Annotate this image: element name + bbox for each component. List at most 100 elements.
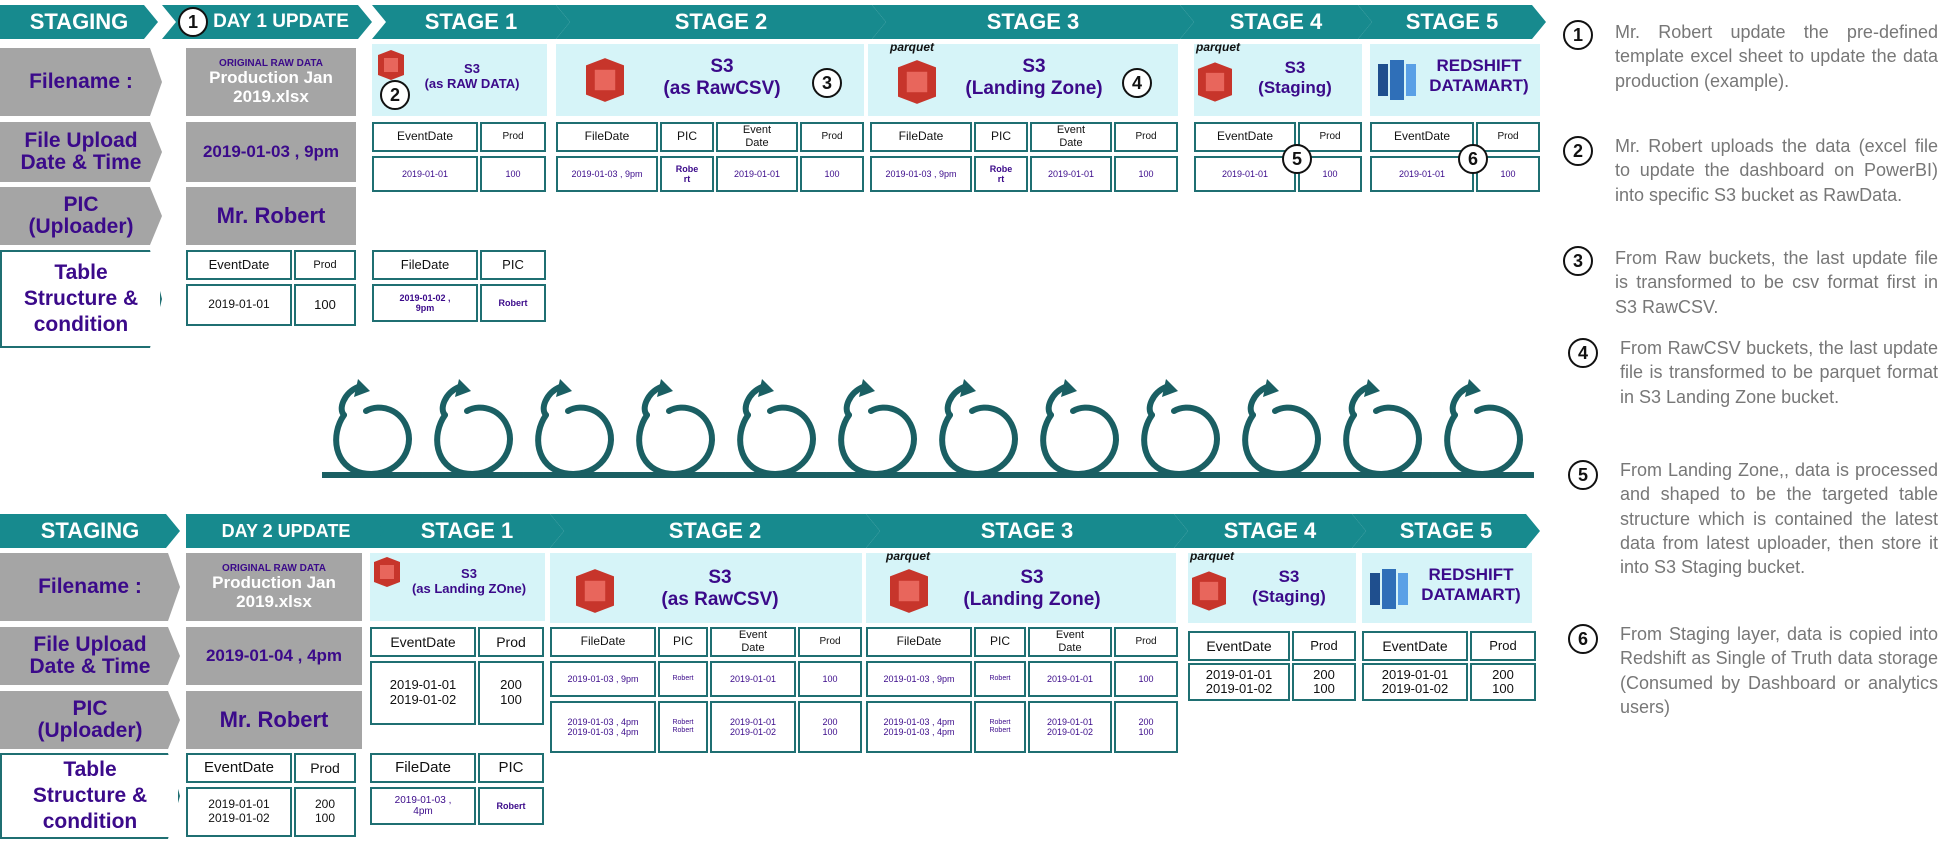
marker-6: 6: [1458, 144, 1488, 174]
day1-pic-box: Mr. Robert: [186, 187, 356, 245]
d2-s4-h-prod: Prod: [1292, 631, 1356, 661]
d2-s2-h-pic: PIC: [658, 627, 708, 657]
d2-s2-r1-filedate: 2019-01-03 , 9pm: [550, 661, 656, 697]
d1-s3-h-filedate: FileDate: [870, 122, 972, 152]
d2-s1-h-eventdate: EventDate: [370, 627, 476, 657]
d1-s3-v-filedate: 2019-01-03 , 9pm: [870, 156, 972, 192]
staging-header: STAGING: [0, 5, 158, 39]
label-upload: File Upload Date & Time: [0, 122, 162, 182]
d2-stage2-header: STAGE 2: [550, 514, 880, 548]
note-marker-2: 2: [1563, 136, 1593, 166]
d2-stage3-panel: parquet S3 (Landing Zone): [866, 549, 1176, 623]
s3-bucket-icon: [898, 60, 936, 104]
d2-stage1-panel: S3 (as Landing ZOne): [370, 553, 545, 621]
stage2-header: STAGE 2: [556, 5, 886, 39]
d2-s2-h-filedate: FileDate: [550, 627, 656, 657]
note-marker-5: 5: [1568, 460, 1598, 490]
stage3-header: STAGE 3: [872, 5, 1194, 39]
d2-label-pic: PIC (Uploader): [0, 691, 180, 749]
d1-s2-h-filedate: FileDate: [556, 122, 658, 152]
d2-s5-v-prod: 200 100: [1470, 663, 1536, 701]
day1-file-box: ORIGINAL RAW DATA Production Jan 2019.xl…: [186, 48, 356, 116]
d1-stage4-panel: parquet S3 (Staging): [1194, 40, 1362, 116]
note-2: Mr. Robert uploads the data (excel file …: [1615, 136, 1938, 205]
d1-s2-h-eventdate: Event Date: [716, 122, 798, 152]
s3-bucket-icon: [378, 50, 404, 80]
d2-stage1-header: STAGE 1: [370, 514, 564, 548]
d2-ts-h-filedate: FileDate: [370, 753, 476, 783]
staging-header-day2: STAGING: [0, 514, 180, 548]
d1-s2-v-pic: Robe rt: [660, 156, 714, 192]
d1-s3-h-eventdate: Event Date: [1030, 122, 1112, 152]
d2-label-table: Table Structure & condition: [0, 753, 180, 839]
d1-ts-h-filedate: FileDate: [372, 250, 478, 280]
d2-ts-h-pic: PIC: [478, 753, 544, 783]
d2-s2-r1-prod: 100: [798, 661, 862, 697]
d2-stage3-header: STAGE 3: [866, 514, 1188, 548]
loop-arrows-row: [322, 375, 1534, 485]
d2-s2-r2-prod: 200 100: [798, 701, 862, 753]
d2-ts-h-prod: Prod: [294, 753, 356, 783]
d2-s5-h-prod: Prod: [1470, 631, 1536, 661]
marker-3: 3: [812, 68, 842, 98]
d2-ts-v-filedate: 2019-01-03 , 4pm: [370, 787, 476, 825]
d2-ts-v-date: 2019-01-01 2019-01-02: [186, 787, 292, 837]
d2-s3-h-prod: Prod: [1114, 627, 1178, 657]
d1-s3-v-prod: 100: [1114, 156, 1178, 192]
d1-s1-h-eventdate: EventDate: [372, 122, 478, 152]
day1-upload-box: 2019-01-03 , 9pm: [186, 122, 356, 182]
d2-s2-h-eventdate: Event Date: [710, 627, 796, 657]
d1-s2-h-pic: PIC: [660, 122, 714, 152]
day2-upload-box: 2019-01-04 , 4pm: [186, 627, 362, 685]
d1-s3-v-date: 2019-01-01: [1030, 156, 1112, 192]
d1-ts-v-prod: 100: [294, 284, 356, 326]
d2-s4-v-prod: 200 100: [1292, 663, 1356, 701]
label-table: Table Structure & condition: [0, 250, 162, 348]
s3-bucket-icon: [576, 569, 614, 613]
day2-header: DAY 2 UPDATE: [186, 514, 386, 548]
d2-s3-h-eventdate: Event Date: [1028, 627, 1112, 657]
s3-bucket-icon: [1198, 62, 1232, 102]
d2-stage5-header: STAGE 5: [1352, 514, 1540, 548]
d2-s3-r2-prod: 200 100: [1114, 701, 1178, 753]
d1-s2-v-prod: 100: [800, 156, 864, 192]
d2-s1-v-date: 2019-01-01 2019-01-02: [370, 661, 476, 725]
marker-1: 1: [178, 7, 208, 37]
d2-s4-v-date: 2019-01-01 2019-01-02: [1188, 663, 1290, 701]
s3-bucket-icon: [374, 557, 400, 587]
d1-s3-v-pic: Robe rt: [974, 156, 1028, 192]
d2-s5-v-date: 2019-01-01 2019-01-02: [1362, 663, 1468, 701]
marker-2: 2: [380, 80, 410, 110]
marker-4: 4: [1122, 68, 1152, 98]
d1-ts-h-pic: PIC: [480, 250, 546, 280]
d1-s5-v-prod: 100: [1476, 156, 1540, 192]
note-3: From Raw buckets, the last update file i…: [1615, 248, 1938, 317]
d2-s3-r2-filedate: 2019-01-03 , 4pm 2019-01-03 , 4pm: [866, 701, 972, 753]
note-1: Mr. Robert update the pre-defined templa…: [1615, 22, 1938, 91]
label-filename: Filename :: [0, 48, 162, 116]
d1-s4-h-prod: Prod: [1298, 122, 1362, 152]
stage4-header: STAGE 4: [1180, 5, 1372, 39]
d1-s5-h-eventdate: EventDate: [1370, 122, 1474, 152]
d2-s2-h-prod: Prod: [798, 627, 862, 657]
s3-bucket-icon: [890, 569, 928, 613]
d1-s2-v-date: 2019-01-01: [716, 156, 798, 192]
note-marker-3: 3: [1563, 246, 1593, 276]
d2-s3-r1-pic: Robert: [974, 661, 1026, 697]
d1-s2-v-filedate: 2019-01-03 , 9pm: [556, 156, 658, 192]
d2-label-filename: Filename :: [0, 553, 180, 621]
d2-ts-v-prod: 200 100: [294, 787, 356, 837]
d1-ts-v-pic: Robert: [480, 284, 546, 322]
stage5-header: STAGE 5: [1358, 5, 1546, 39]
d1-s2-h-prod: Prod: [800, 122, 864, 152]
d2-s2-r2-filedate: 2019-01-03 , 4pm 2019-01-03 , 4pm: [550, 701, 656, 753]
d2-s2-r2-date: 2019-01-01 2019-01-02: [710, 701, 796, 753]
note-6: From Staging layer, data is copied into …: [1620, 624, 1938, 717]
day2-file-box: ORIGINAL RAW DATA Production Jan 2019.xl…: [186, 553, 362, 621]
note-5: From Landing Zone,, data is processed an…: [1620, 460, 1938, 578]
note-marker-6: 6: [1568, 624, 1598, 654]
d1-s5-v-date: 2019-01-01: [1370, 156, 1474, 192]
d1-s4-h-eventdate: EventDate: [1194, 122, 1296, 152]
d1-s1-v-date: 2019-01-01: [372, 156, 478, 192]
d1-s3-h-prod: Prod: [1114, 122, 1178, 152]
